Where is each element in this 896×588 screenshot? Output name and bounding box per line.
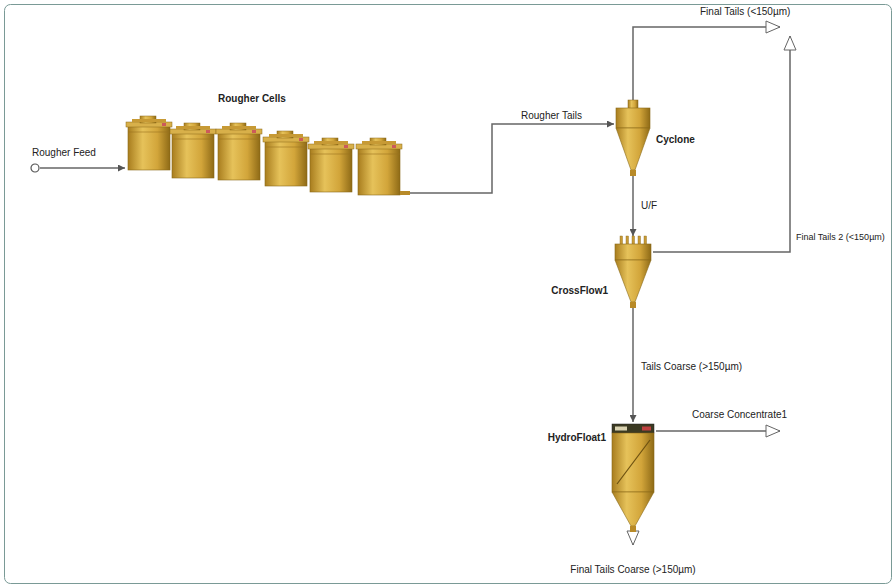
cell-launder xyxy=(358,154,400,155)
cell-launder xyxy=(128,132,170,133)
header-badge xyxy=(642,427,651,431)
hydrofloat-cell-shape xyxy=(610,422,656,532)
stream-label: U/F xyxy=(640,200,658,212)
stream-line xyxy=(656,430,780,432)
crossflow-cone xyxy=(615,260,651,302)
stream-line xyxy=(653,36,790,252)
stream-label: Coarse Concentrate1 xyxy=(692,409,787,421)
hydrofloat-body xyxy=(612,433,654,492)
cell-tank xyxy=(172,133,214,178)
cell-valve xyxy=(344,145,348,148)
stream-line xyxy=(632,176,634,236)
cell-valve xyxy=(392,145,396,148)
feed-point: Rougher Feed xyxy=(30,163,40,173)
stream-label: Rougher Tails xyxy=(520,110,583,122)
cell-tank xyxy=(265,141,307,186)
cell-valve xyxy=(252,130,256,133)
overflow-pipe xyxy=(628,100,638,109)
cyclone-spigot xyxy=(630,170,636,176)
equipment-label: CrossFlow1 xyxy=(551,285,608,297)
stream-label: Rougher Feed xyxy=(32,147,96,159)
hydrofloat-header xyxy=(612,424,654,433)
equipment-label: HydroFloat1 xyxy=(548,432,606,444)
cell-cap xyxy=(222,126,256,129)
equipment-label: Rougher Cells xyxy=(218,93,286,105)
hydrofloat-cone xyxy=(612,492,654,526)
cell-cap xyxy=(314,141,348,144)
cell-tank xyxy=(358,148,400,195)
equipment-label: Cyclone xyxy=(656,134,695,146)
cell-cap xyxy=(269,134,303,137)
stream-line xyxy=(410,124,614,193)
outlet-pipe xyxy=(400,191,410,195)
crossflow-separator-shape xyxy=(613,236,653,308)
header-logo xyxy=(615,427,627,431)
cell-tank xyxy=(218,133,260,180)
frame-border xyxy=(5,5,892,584)
cell-tank xyxy=(310,148,352,192)
feed-point-shape xyxy=(30,163,40,173)
stream-line xyxy=(632,308,634,422)
hydrofloat-cell: HydroFloat1 xyxy=(610,422,656,532)
stream-label: Final Tails (<150µm) xyxy=(700,6,790,18)
cell-tank xyxy=(128,126,170,170)
cell-valve xyxy=(206,130,210,133)
crossflow-tank xyxy=(615,244,651,260)
stream-line xyxy=(633,27,780,100)
stream-label: Final Tails 2 (<150µm) xyxy=(795,231,886,243)
cell-launder xyxy=(265,147,307,148)
cell-launder xyxy=(218,139,260,140)
cell-valve xyxy=(299,138,303,141)
stream-label: Tails Coarse (>150µm) xyxy=(640,361,743,373)
cell-valve xyxy=(162,123,166,126)
feed-circle xyxy=(31,164,39,172)
cyclone-cone xyxy=(616,128,650,170)
crossflow-spigot xyxy=(630,302,636,308)
hydrofloat-baffle xyxy=(617,440,650,484)
stream-line xyxy=(40,167,125,169)
cyclone-shape xyxy=(614,100,652,176)
cell-cap xyxy=(132,119,166,122)
stream-terminal: Final Tails (<150µm) xyxy=(780,18,800,36)
cell-launder xyxy=(310,154,352,155)
cell-launder xyxy=(172,139,214,140)
stream-label: Final Tails Coarse (>150µm) xyxy=(570,564,695,576)
stream-line xyxy=(632,532,634,545)
cyclone-barrel xyxy=(616,108,650,128)
cell-cap xyxy=(176,126,210,129)
cell-cap xyxy=(362,141,396,144)
crossflow-separator: CrossFlow1 xyxy=(613,236,653,308)
rougher-cells-shape xyxy=(125,108,410,198)
hydrofloat-spigot xyxy=(630,526,636,532)
rougher-cells: Rougher Cells xyxy=(125,108,410,198)
cyclone: Cyclone xyxy=(614,100,652,176)
stream-terminal: Final Tails Coarse (>150µm) xyxy=(623,545,643,560)
stream-terminal: Coarse Concentrate1 xyxy=(780,422,800,440)
